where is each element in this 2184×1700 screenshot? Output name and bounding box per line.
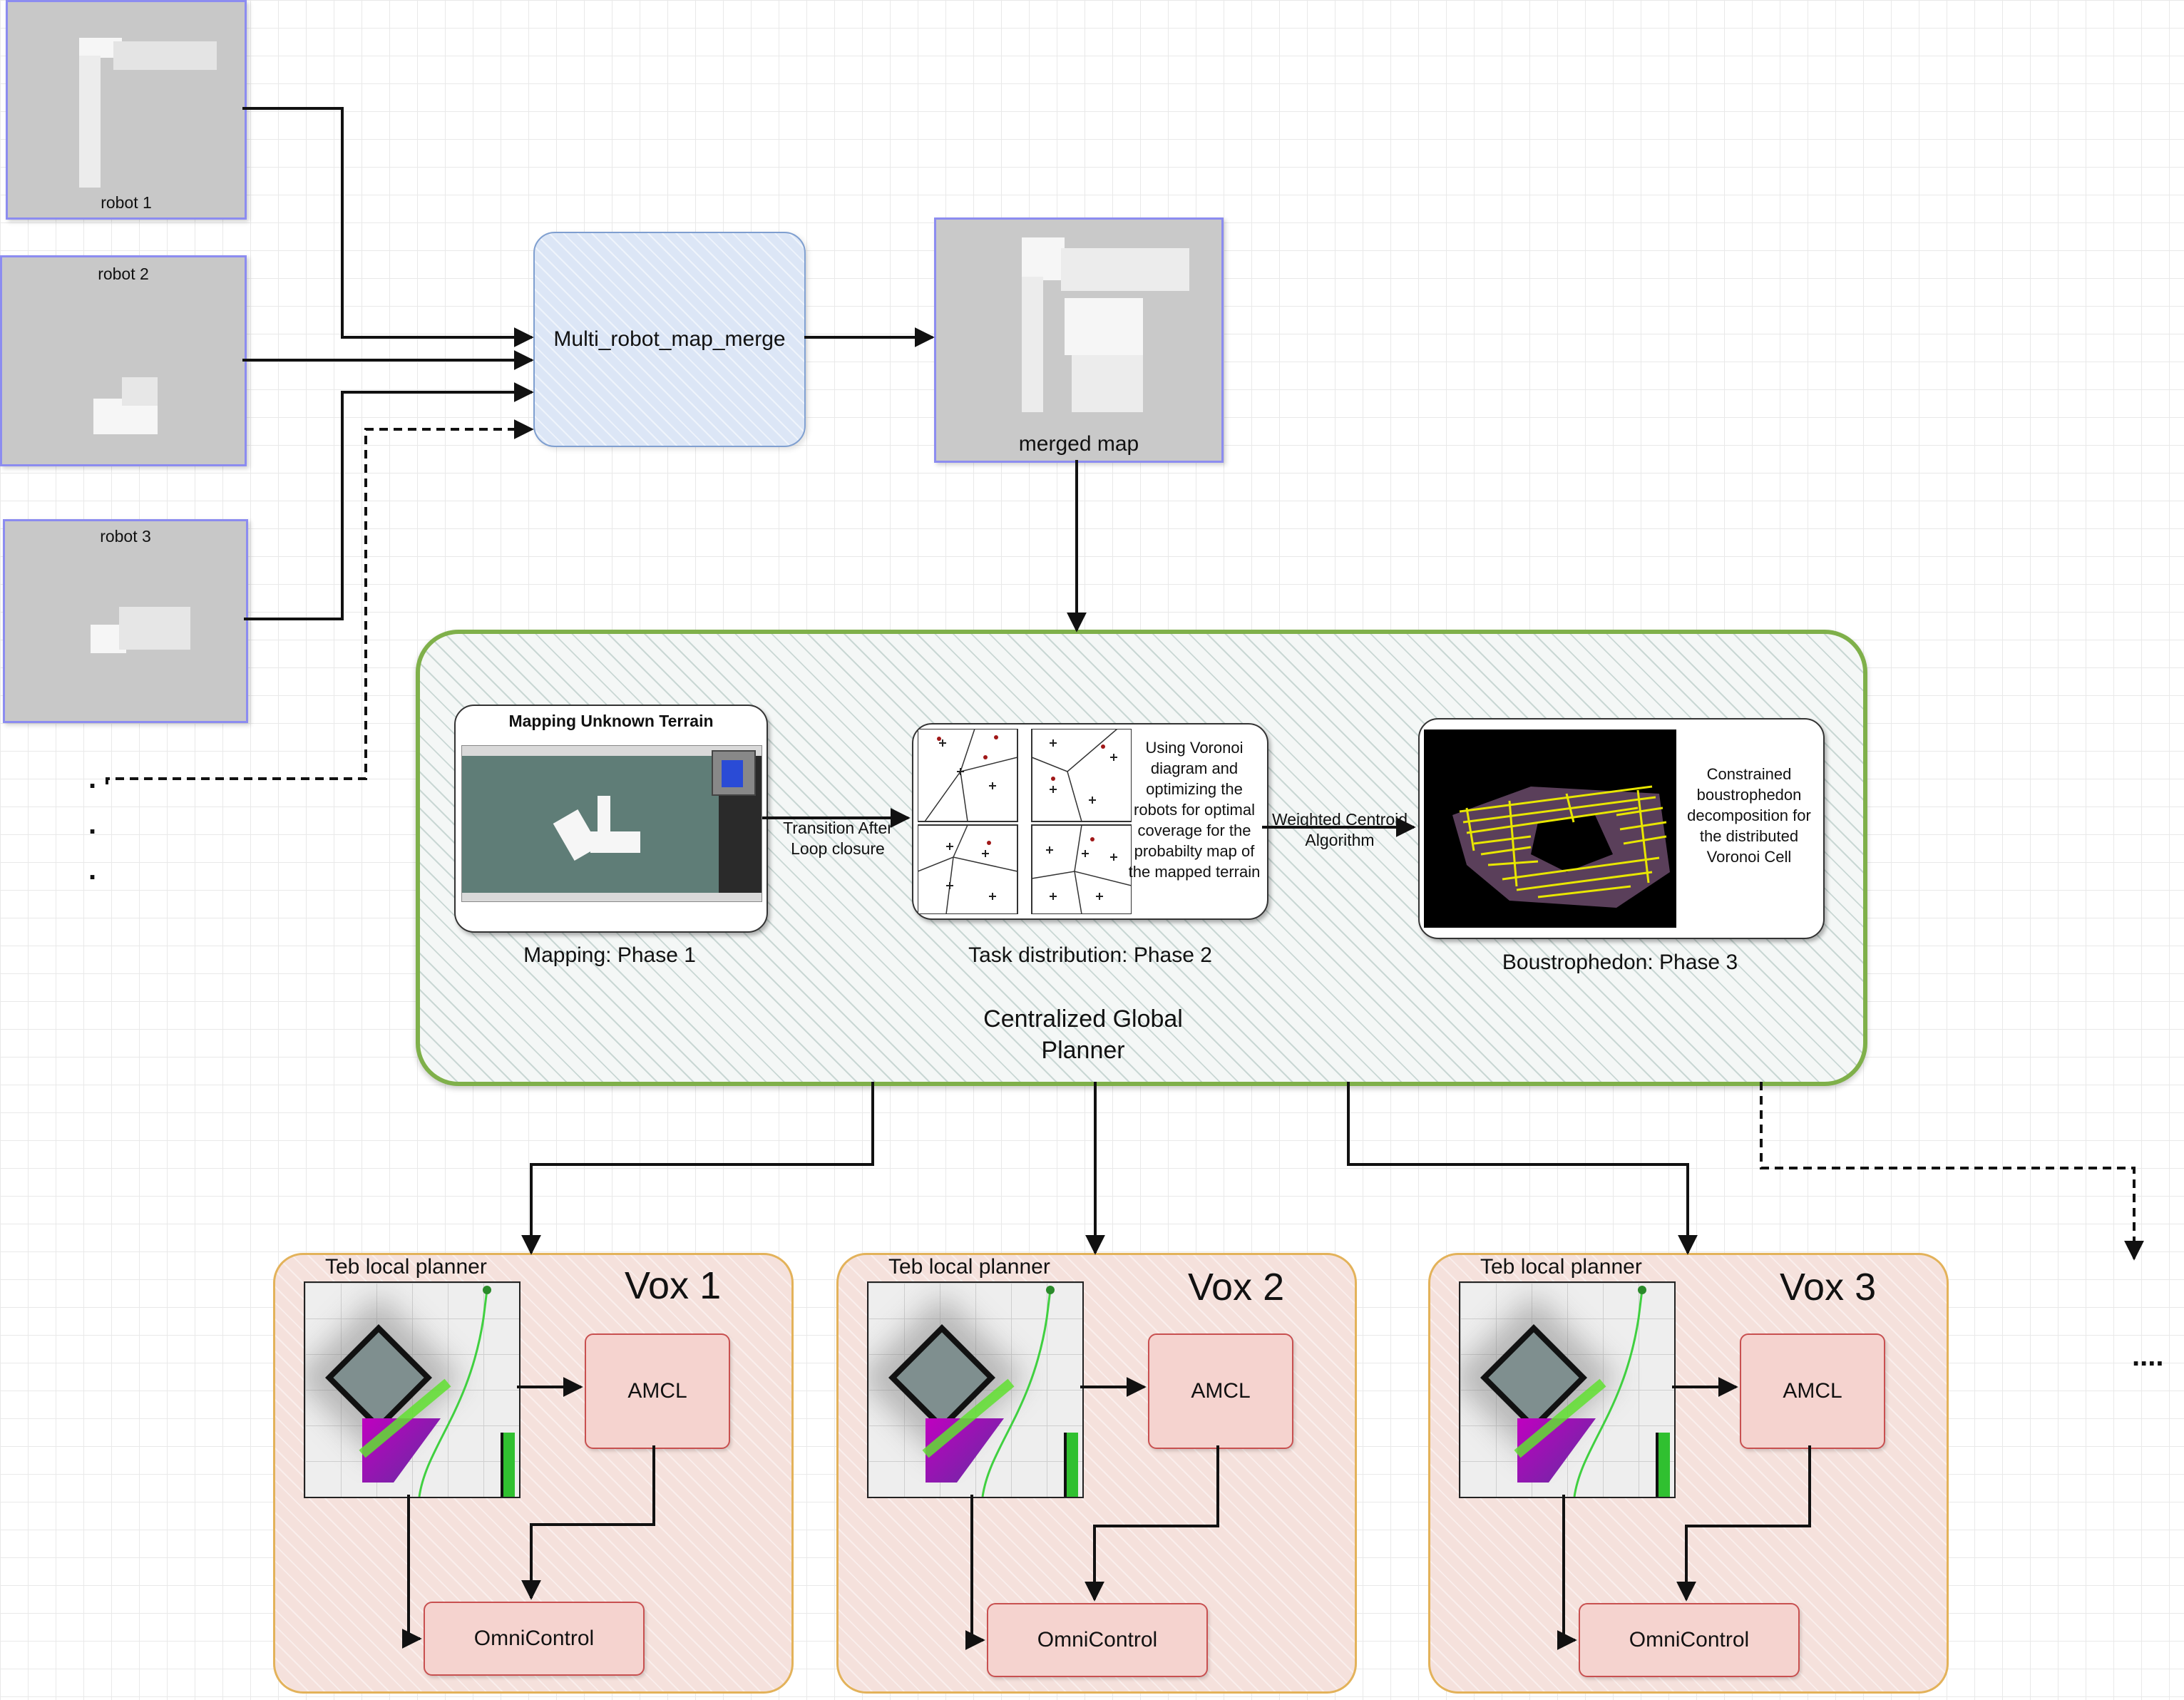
edge-vox2-teb-to-omni [965, 1495, 985, 1650]
phase-2-card[interactable]: Using Voronoi diagram and optimizing the… [912, 723, 1268, 920]
vox-2: Teb local planner Vox 2 AMCL OmniControl [836, 1253, 1357, 1694]
multi-robot-map-merge-node[interactable]: Multi_robot_map_merge [533, 232, 806, 447]
phase-1-card[interactable]: Mapping Unknown Terrain [454, 705, 768, 933]
merged-map-shape [1072, 355, 1143, 412]
vox-2-teb-costmap[interactable] [867, 1281, 1084, 1498]
phase-3-description: Constrained boustrophedon decomposition … [1687, 765, 1811, 866]
merged-map-label: merged map [1018, 432, 1139, 456]
phase-1-card-title: Mapping Unknown Terrain [508, 712, 714, 730]
vox-1-wall [501, 1433, 515, 1497]
robot-2-map: robot 2 [0, 255, 247, 466]
merged-map-shape [1061, 248, 1189, 291]
merged-map-shape [1022, 277, 1043, 412]
vox-2-amcl-box[interactable]: AMCL [1148, 1333, 1293, 1449]
edge-planner-to-vox3 [1347, 1082, 1698, 1255]
robot-3-label: robot 3 [100, 527, 151, 546]
vox-1-omnicontrol-label: OmniControl [473, 1627, 595, 1650]
edge-vox2-amcl-to-omni [1085, 1445, 1219, 1602]
robot-1-label: robot 1 [101, 193, 152, 212]
vox-1-amcl-label: AMCL [627, 1379, 687, 1403]
vox-3-omnicontrol-box[interactable]: OmniControl [1579, 1603, 1800, 1677]
merged-map-shape [1065, 298, 1143, 355]
vox-2-omnicontrol-box[interactable]: OmniControl [987, 1603, 1208, 1677]
edge-vox3-teb-to-omni [1557, 1495, 1577, 1650]
voronoi-diagram [918, 729, 1132, 914]
mapping-window-toolbar [462, 746, 762, 756]
robot-3-map-shape [119, 607, 190, 650]
vox-3-amcl-label: AMCL [1783, 1379, 1842, 1403]
robot-1-map: robot 1 [6, 0, 247, 220]
vox-2-teb-label: Teb local planner [888, 1255, 1050, 1279]
vox-3-teb-label: Teb local planner [1480, 1255, 1642, 1279]
merged-map: merged map [934, 217, 1224, 463]
vox-1-omnicontrol-box[interactable]: OmniControl [424, 1602, 645, 1676]
phase-1-caption: Mapping: Phase 1 [523, 943, 696, 967]
more-robots-dots: . . . [88, 763, 97, 886]
vox-1-teb-costmap[interactable] [304, 1281, 521, 1498]
robot-2-map-shape [122, 377, 158, 406]
vox-1: Teb local planner Vox 1 AMCL OmniControl [273, 1253, 794, 1694]
edge-vox3-amcl-to-omni [1676, 1445, 1811, 1602]
merged-map-shape [1022, 237, 1065, 280]
vox-3: Teb local planner Vox 3 AMCL OmniControl [1428, 1253, 1949, 1694]
vox-3-wall [1656, 1433, 1670, 1497]
robot-3-map: robot 3 [3, 519, 248, 723]
phase-2-caption: Task distribution: Phase 2 [968, 943, 1212, 967]
edge-planner-to-more-vox [1760, 1082, 2144, 1261]
vox-3-omnicontrol-label: OmniControl [1629, 1628, 1750, 1652]
vox-3-title: Vox 3 [1780, 1266, 1877, 1309]
transition-2-label: Weighted Centroid Algorithm [1271, 810, 1408, 849]
vox-3-teb-costmap[interactable] [1459, 1281, 1676, 1498]
boustrophedon-render [1424, 729, 1676, 928]
robot-2-label: robot 2 [98, 265, 149, 283]
centralized-global-planner: Mapping Unknown Terrain [416, 630, 1867, 1086]
vox-1-amcl-box[interactable]: AMCL [585, 1333, 730, 1449]
mapping-screenshot [461, 745, 762, 902]
vox-3-trajectory [1514, 1286, 1646, 1497]
phase-3-card[interactable]: Constrained boustrophedon decomposition … [1418, 718, 1825, 939]
edge-robot1-to-merge [242, 107, 534, 347]
robot-1-map-shape [113, 41, 217, 70]
edge-more-robots-to-merge [106, 419, 534, 784]
phase-3-caption: Boustrophedon: Phase 3 [1502, 951, 1738, 974]
edge-vox1-amcl-to-omni [521, 1445, 655, 1600]
vox-2-title: Vox 2 [1188, 1266, 1285, 1309]
vox-3-amcl-box[interactable]: AMCL [1740, 1333, 1885, 1449]
vox-1-teb-label: Teb local planner [325, 1255, 487, 1279]
vox-1-title: Vox 1 [625, 1264, 722, 1307]
mapping-window-statusbar [462, 893, 762, 901]
vox-2-trajectory [922, 1286, 1055, 1497]
more-vox-indicator: .... [2132, 1341, 2164, 1372]
vox-2-omnicontrol-label: OmniControl [1037, 1628, 1158, 1652]
robot-1-map-shape [79, 56, 101, 188]
edge-vox1-teb-to-omni [401, 1495, 422, 1649]
transition-1-label: Transition After Loop closure [783, 819, 893, 858]
edge-robot3-to-merge [244, 382, 534, 620]
phase-2-description: Using Voronoi diagram and optimizing the… [1128, 739, 1261, 881]
mapping-window-thumbnail [712, 750, 756, 796]
vox-1-trajectory [359, 1286, 491, 1497]
planner-title: Centralized Global Planner [983, 1005, 1183, 1064]
vox-2-amcl-label: AMCL [1191, 1379, 1251, 1403]
mapping-terrain-shape [598, 796, 610, 839]
vox-2-wall [1064, 1433, 1078, 1497]
edge-planner-to-vox1 [521, 1082, 874, 1255]
multi-robot-map-merge-label: Multi_robot_map_merge [553, 327, 786, 351]
